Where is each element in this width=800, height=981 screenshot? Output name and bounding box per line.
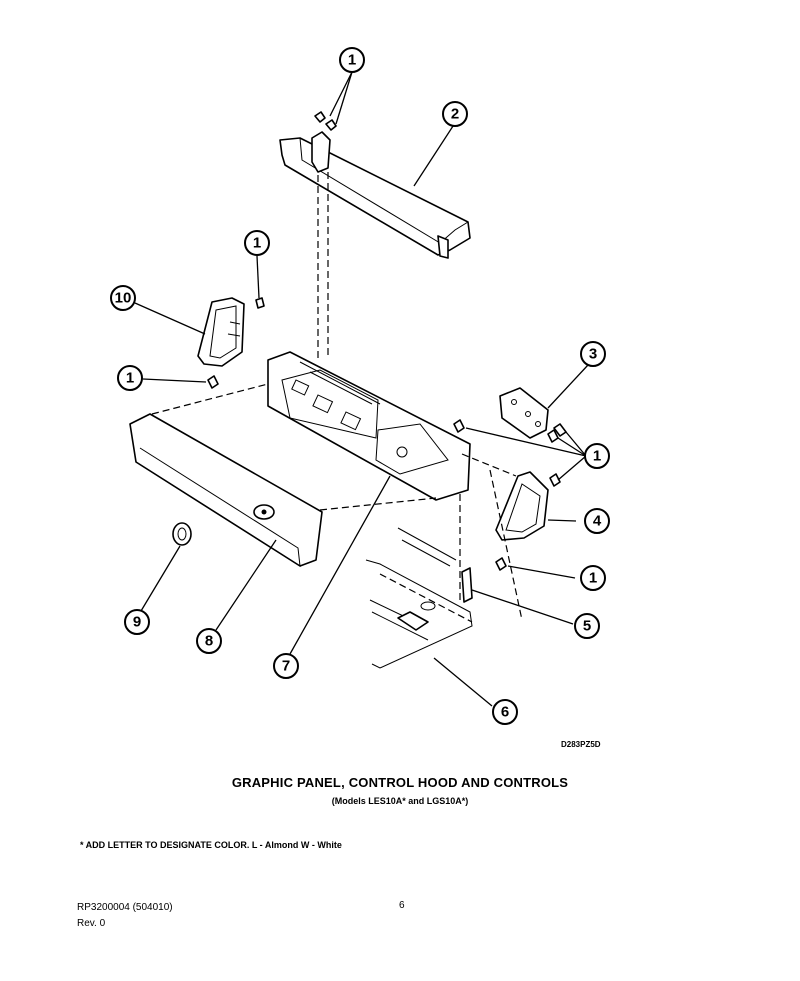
drawing-code: D283PZ5D xyxy=(561,740,601,749)
svg-text:6: 6 xyxy=(501,704,509,721)
callout-8: 8 xyxy=(196,628,222,654)
callout-3: 3 xyxy=(580,341,606,367)
callout-1-right: 1 xyxy=(584,443,610,469)
color-note: * ADD LETTER TO DESIGNATE COLOR. L - Alm… xyxy=(80,840,342,850)
callout-6: 6 xyxy=(492,699,518,725)
svg-text:9: 9 xyxy=(133,614,141,631)
callout-10: 10 xyxy=(110,285,136,311)
svg-text:3: 3 xyxy=(589,346,597,363)
diagram-title: GRAPHIC PANEL, CONTROL HOOD AND CONTROLS xyxy=(231,775,569,790)
part-6-console-base xyxy=(365,559,473,669)
doc-number: RP3200004 (504010) xyxy=(77,902,173,913)
exploded-parts-diagram: 1 2 1 10 1 3 1 4 1 5 6 7 8 9 D283PZ5D xyxy=(110,47,610,749)
revision: Rev. 0 xyxy=(77,918,106,929)
svg-text:4: 4 xyxy=(593,513,602,530)
callout-9: 9 xyxy=(124,609,150,635)
part-2-top-trim xyxy=(279,131,471,259)
part-4-right-endcap xyxy=(495,471,549,571)
svg-text:7: 7 xyxy=(282,658,290,675)
svg-text:1: 1 xyxy=(126,370,134,387)
callout-2: 2 xyxy=(442,101,468,127)
page-number: 6 xyxy=(399,900,405,911)
callout-5: 5 xyxy=(574,613,600,639)
svg-text:1: 1 xyxy=(253,235,261,252)
part-3-bracket xyxy=(453,387,567,487)
callout-1-top: 1 xyxy=(339,47,365,73)
callout-1-right-lower: 1 xyxy=(580,565,606,591)
diagram-subtitle: (Models LES10A* and LGS10A*) xyxy=(331,796,469,806)
graphic-panel xyxy=(267,351,471,501)
svg-text:5: 5 xyxy=(583,618,591,635)
part-8-control-hood xyxy=(129,413,323,567)
leader-lines xyxy=(134,71,589,707)
footer-doc-info: RP3200004 (504010) Rev. 0 xyxy=(77,900,173,932)
svg-text:1: 1 xyxy=(589,570,597,587)
part-10-left-endcap xyxy=(197,297,265,389)
svg-text:1: 1 xyxy=(593,448,601,465)
callout-7: 7 xyxy=(273,653,299,679)
svg-text:8: 8 xyxy=(205,633,213,650)
callout-1-left-lower: 1 xyxy=(117,365,143,391)
callout-1-left-upper: 1 xyxy=(244,230,270,256)
callout-4: 4 xyxy=(584,508,610,534)
svg-text:2: 2 xyxy=(451,106,459,123)
svg-text:10: 10 xyxy=(115,290,132,307)
part-5-clip xyxy=(397,527,473,603)
part-9-knob xyxy=(172,522,192,546)
screws-part-2 xyxy=(314,111,337,131)
svg-text:1: 1 xyxy=(348,52,356,69)
